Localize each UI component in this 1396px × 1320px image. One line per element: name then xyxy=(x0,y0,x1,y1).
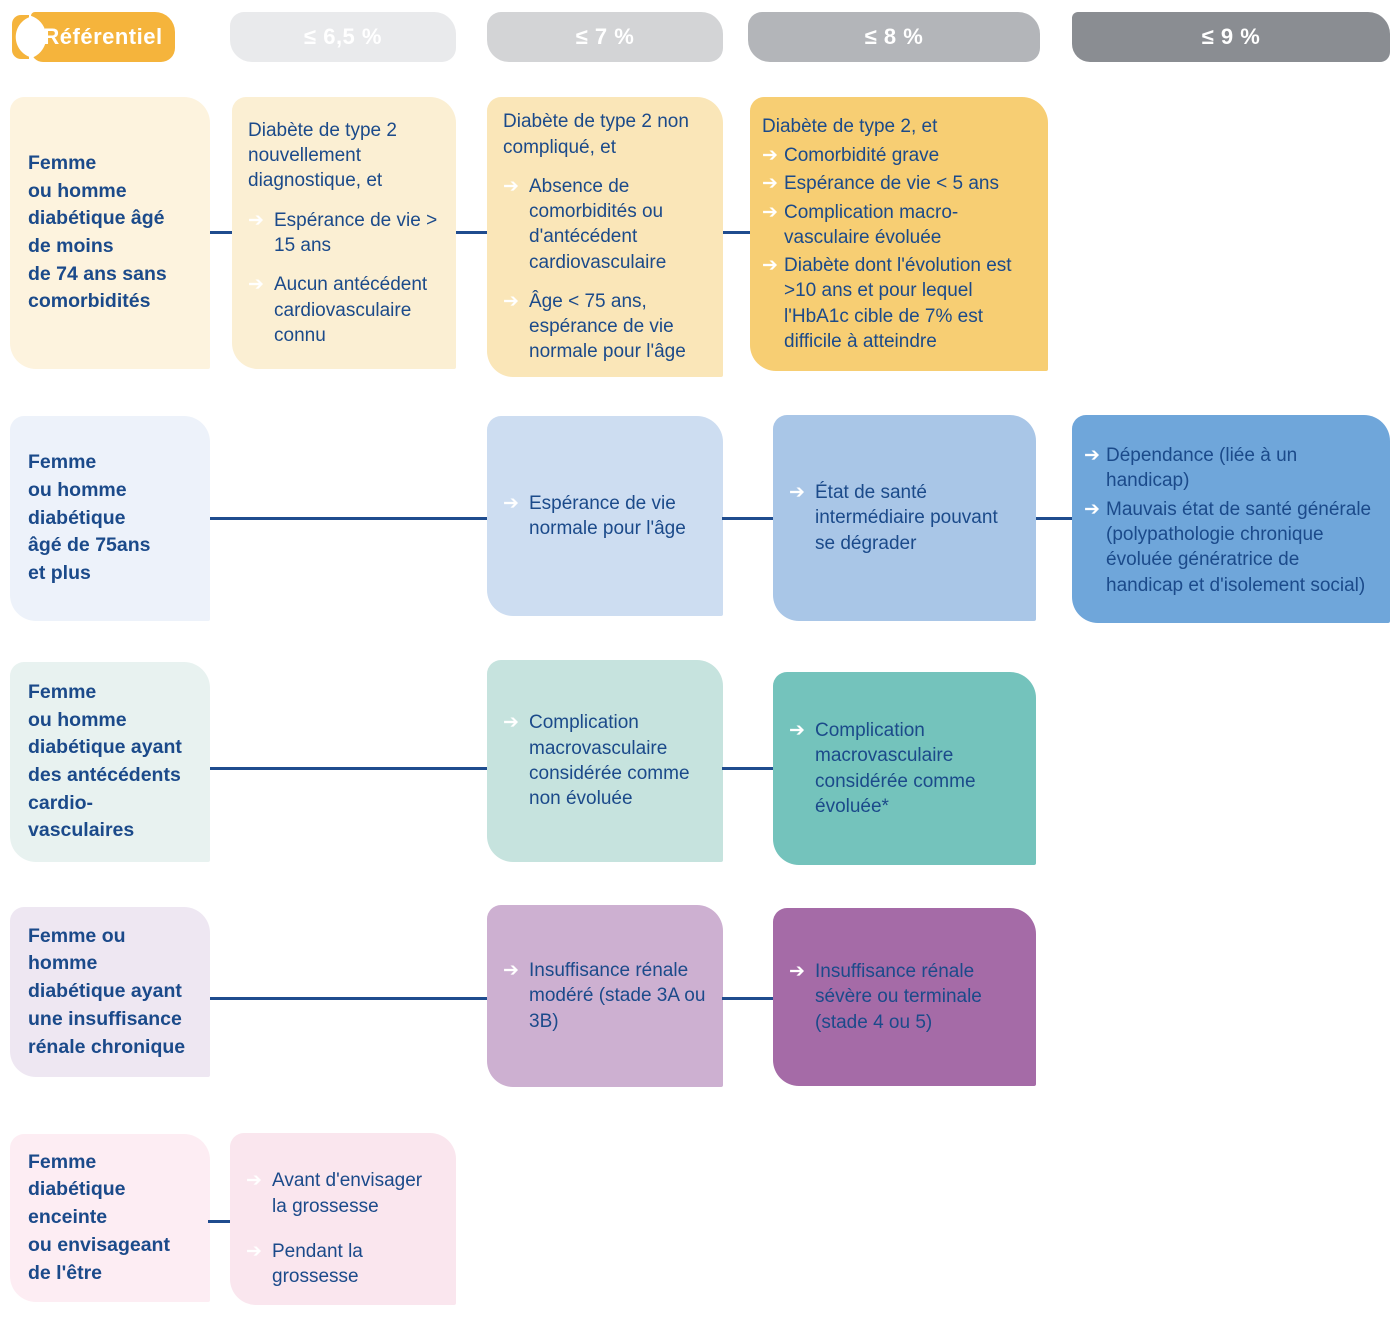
column-header-label: ≤ 8 % xyxy=(864,24,924,49)
criteria-box-row1-target-6-5: Diabète de type 2 nouvellement diagnosti… xyxy=(232,97,456,369)
criteria-text: Pendant la grossesse xyxy=(272,1241,363,1288)
criteria-text: État de santé intermédiaire pouvant se d… xyxy=(815,482,998,554)
criteria-text: Espérance de vie normale pour l'âge xyxy=(529,492,686,539)
connector-line xyxy=(456,231,487,234)
connector-line xyxy=(723,231,750,234)
connector-line xyxy=(210,767,487,770)
connector-line xyxy=(210,997,487,1000)
profile-box-cardiovascular-history: Femme ou homme diabétique ayant des anté… xyxy=(10,662,210,862)
connector-line xyxy=(1036,517,1072,520)
criteria-text: Comorbidité grave xyxy=(784,145,940,167)
criteria-intro: Diabète de type 2 nouvellement diagnosti… xyxy=(248,119,397,192)
criteria-text: Insuffisance rénale sévère ou terminale … xyxy=(815,961,982,1033)
arrow-icon: ➔ xyxy=(246,1169,262,1192)
referentiel-badge: Référentiel xyxy=(31,12,175,62)
criteria-box-row3-target-7: ➔ Complication macrovasculaire considéré… xyxy=(487,660,723,862)
criteria-box-row4-target-7: ➔ Insuffisance rénale modéré (stade 3A o… xyxy=(487,905,723,1087)
connector-line xyxy=(210,231,232,234)
criteria-bullet: ➔ Espérance de vie normale pour l'âge xyxy=(503,491,709,542)
ribbon-notch-decoration xyxy=(12,15,29,59)
arrow-icon: ➔ xyxy=(762,254,778,277)
referentiel-label: Référentiel xyxy=(43,24,163,49)
arrow-icon: ➔ xyxy=(762,200,778,223)
arrow-icon: ➔ xyxy=(789,960,805,983)
criteria-bullet: ➔ Insuffisance rénale sévère ou terminal… xyxy=(789,959,1022,1035)
profile-box-chronic-kidney-failure: Femme ou homme diabétique ayant une insu… xyxy=(10,907,210,1077)
criteria-bullet: ➔ Diabète dont l'évolution est >10 ans e… xyxy=(762,253,1034,354)
connector-line xyxy=(210,517,487,520)
criteria-text: Âge < 75 ans, espérance de vie normale p… xyxy=(529,290,686,363)
column-header-label: ≤ 6,5 % xyxy=(304,24,382,49)
criteria-bullet: ➔ Âge < 75 ans, espérance de vie normale… xyxy=(503,289,709,365)
criteria-text: Espérance de vie > 15 ans xyxy=(274,209,438,256)
column-header-6-5-percent: ≤ 6,5 % xyxy=(230,12,456,62)
criteria-text: Diabète dont l'évolution est >10 ans et … xyxy=(784,255,1012,352)
column-header-8-percent: ≤ 8 % xyxy=(748,12,1040,62)
criteria-box-row1-target-8: Diabète de type 2, et ➔ Comorbidité grav… xyxy=(750,97,1048,371)
criteria-box-row2-target-9: ➔ Dépendance (liée à un handicap) ➔ Mauv… xyxy=(1072,415,1390,623)
arrow-icon: ➔ xyxy=(762,172,778,195)
criteria-text: Espérance de vie < 5 ans xyxy=(784,173,999,195)
criteria-box-row5-target-6-5: ➔ Avant d'envisager la grossesse ➔ Penda… xyxy=(230,1133,456,1305)
criteria-text: Mauvais état de santé générale (polypath… xyxy=(1106,498,1372,596)
connector-line xyxy=(722,997,773,1000)
arrow-icon: ➔ xyxy=(1084,497,1100,520)
criteria-box-row2-target-8: ➔ État de santé intermédiaire pouvant se… xyxy=(773,415,1036,621)
criteria-box-row1-target-7: Diabète de type 2 non compliqué, et ➔ Ab… xyxy=(487,97,723,377)
arrow-icon: ➔ xyxy=(503,174,519,197)
criteria-text: Complication macrovasculaire considérée … xyxy=(529,712,690,810)
criteria-text: Complication macrovasculaire considérée … xyxy=(815,719,976,817)
criteria-text: Insuffisance rénale modéré (stade 3A ou … xyxy=(529,960,706,1032)
column-header-9-percent: ≤ 9 % xyxy=(1072,12,1390,62)
criteria-intro: Diabète de type 2, et xyxy=(762,115,938,137)
criteria-bullet: ➔ État de santé intermédiaire pouvant se… xyxy=(789,480,1022,556)
criteria-bullet: ➔ Espérance de vie > 15 ans xyxy=(248,208,442,259)
profile-box-under-74: Femme ou homme diabétique âgé de moins d… xyxy=(10,97,210,369)
column-header-7-percent: ≤ 7 % xyxy=(487,12,723,62)
arrow-icon: ➔ xyxy=(246,1240,262,1262)
criteria-text: Absence de comorbidités ou d'antécédent … xyxy=(529,175,667,273)
arrow-icon: ➔ xyxy=(503,289,519,312)
arrow-icon: ➔ xyxy=(503,959,519,982)
criteria-text: Dépendance (liée à un handicap) xyxy=(1106,445,1298,492)
criteria-intro: Diabète de type 2 non compliqué, et xyxy=(503,111,689,158)
column-header-label: ≤ 7 % xyxy=(575,24,635,49)
criteria-bullet: ➔ Pendant la grossesse xyxy=(246,1239,442,1290)
connector-line xyxy=(722,517,773,520)
criteria-bullet: ➔ Avant d'envisager la grossesse xyxy=(246,1168,442,1219)
criteria-box-row3-target-8: ➔ Complication macrovasculaire considéré… xyxy=(773,672,1036,865)
criteria-bullet: ➔ Absence de comorbidités ou d'antécéden… xyxy=(503,174,709,275)
arrow-icon: ➔ xyxy=(789,718,805,741)
criteria-bullet: ➔ Complication macrovasculaire considéré… xyxy=(503,710,709,811)
arrow-icon: ➔ xyxy=(762,144,778,167)
arrow-icon: ➔ xyxy=(503,491,519,514)
profile-box-75-and-over: Femme ou homme diabétique âgé de 75ans e… xyxy=(10,416,210,621)
arrow-icon: ➔ xyxy=(1084,444,1100,467)
criteria-bullet: ➔ Aucun antécédent cardiovasculaire conn… xyxy=(248,272,442,348)
criteria-bullet: ➔ Espérance de vie < 5 ans xyxy=(762,171,1034,196)
criteria-bullet: ➔ Dépendance (liée à un handicap) xyxy=(1084,443,1376,494)
criteria-bullet: ➔ Mauvais état de santé générale (polypa… xyxy=(1084,497,1376,598)
criteria-box-row2-target-7: ➔ Espérance de vie normale pour l'âge xyxy=(487,416,723,616)
criteria-text: Aucun antécédent cardiovasculaire connu xyxy=(274,274,428,346)
criteria-box-row4-target-8: ➔ Insuffisance rénale sévère ou terminal… xyxy=(773,908,1036,1086)
criteria-bullet: ➔ Insuffisance rénale modéré (stade 3A o… xyxy=(503,958,709,1034)
criteria-bullet: ➔ Complication macrovasculaire considéré… xyxy=(789,718,1022,819)
criteria-bullet: ➔ Complication macro- vasculaire évoluée xyxy=(762,200,1034,251)
arrow-icon: ➔ xyxy=(248,208,264,231)
criteria-text: Complication macro- vasculaire évoluée xyxy=(784,201,959,248)
arrow-icon: ➔ xyxy=(248,273,264,296)
criteria-bullet: ➔ Comorbidité grave xyxy=(762,143,1034,168)
connector-line xyxy=(208,1220,230,1223)
arrow-icon: ➔ xyxy=(503,711,519,734)
connector-line xyxy=(722,767,773,770)
profile-box-pregnant-woman: Femme diabétique enceinte ou envisageant… xyxy=(10,1134,210,1302)
criteria-text: Avant d'envisager la grossesse xyxy=(272,1170,423,1217)
column-header-label: ≤ 9 % xyxy=(1201,24,1261,49)
arrow-icon: ➔ xyxy=(789,481,805,504)
